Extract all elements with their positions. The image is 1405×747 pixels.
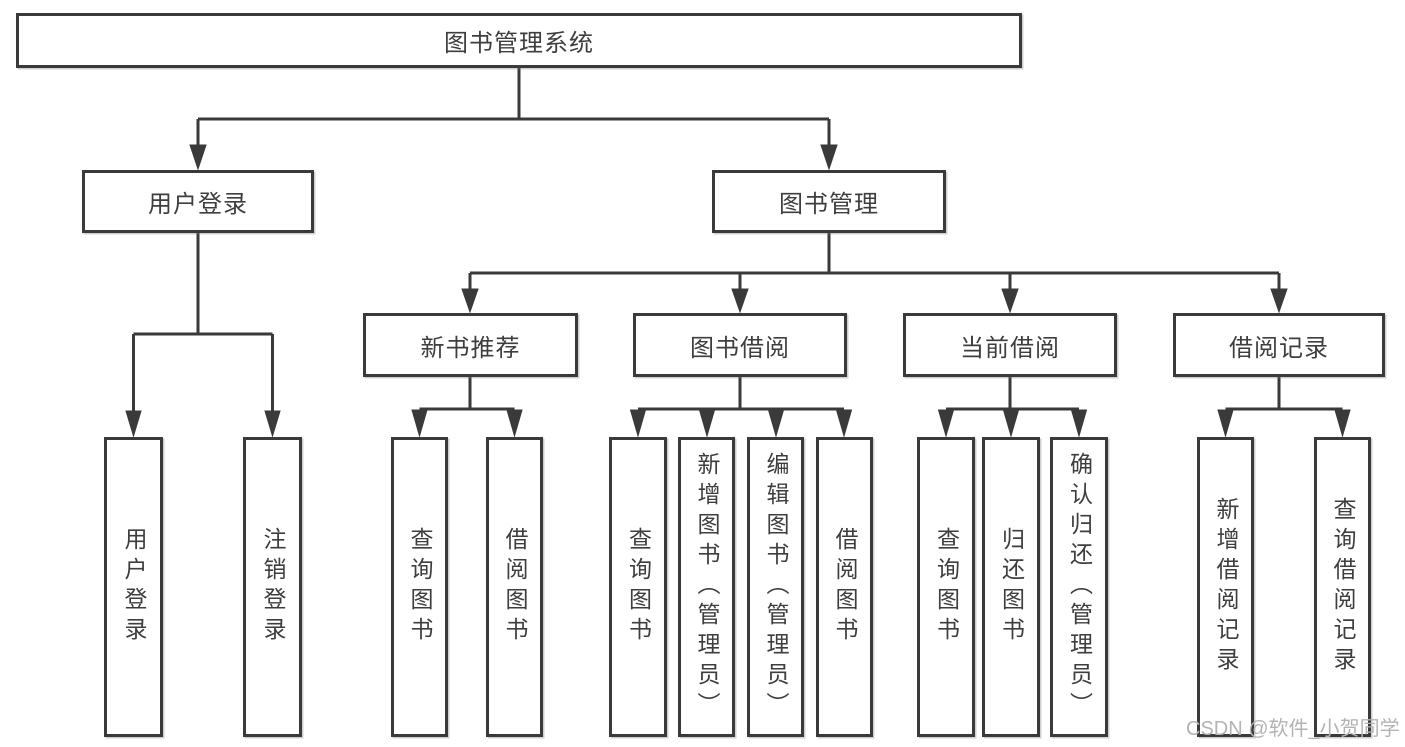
- leaf-edit-book-admin-label: 编辑图书（管理员）: [763, 452, 789, 722]
- leaf-logout-label: 注销登录: [260, 527, 286, 647]
- leaf-query-books-current-label: 查询图书: [933, 527, 960, 647]
- leaf-confirm-return-admin-label: 确认归还（管理员）: [1066, 452, 1093, 722]
- leaf-query-books-recommend: 查询图书: [391, 437, 448, 737]
- leaf-query-books-borrow-label: 查询图书: [625, 527, 652, 647]
- node-book-borrow: 图书借阅: [633, 313, 847, 377]
- leaf-add-borrow-record: 新增借阅记录: [1197, 437, 1254, 737]
- node-borrow-records: 借阅记录: [1173, 313, 1385, 377]
- leaf-user-login-label: 用户登录: [121, 527, 147, 647]
- leaf-edit-book-admin: 编辑图书（管理员）: [747, 437, 804, 737]
- leaf-add-book-admin-label: 新增图书（管理员）: [694, 452, 720, 722]
- leaf-borrow-books-borrow: 借阅图书: [816, 437, 873, 737]
- node-book-management: 图书管理: [712, 170, 946, 233]
- leaf-query-books-borrow: 查询图书: [609, 437, 667, 737]
- connector-paths: [132, 68, 1343, 412]
- csdn-watermark: CSDN @软件_小贺同学: [1186, 718, 1400, 740]
- leaf-query-borrow-record: 查询借阅记录: [1314, 437, 1371, 737]
- node-new-book-recommend: 新书推荐: [363, 313, 578, 377]
- node-user-login: 用户登录: [82, 170, 314, 233]
- node-current-borrow: 当前借阅: [903, 313, 1117, 377]
- leaf-add-borrow-record-label: 新增借阅记录: [1213, 497, 1239, 677]
- leaf-return-books-label: 归还图书: [998, 527, 1025, 647]
- leaf-borrow-books-borrow-label: 借阅图书: [832, 527, 858, 647]
- leaf-query-books-current: 查询图书: [917, 437, 975, 737]
- leaf-borrow-books-recommend: 借阅图书: [486, 437, 543, 737]
- leaf-borrow-books-recommend-label: 借阅图书: [502, 527, 528, 647]
- leaf-query-borrow-record-label: 查询借阅记录: [1330, 497, 1356, 677]
- leaf-confirm-return-admin: 确认归还（管理员）: [1050, 437, 1108, 737]
- leaf-logout: 注销登录: [243, 437, 302, 737]
- leaf-return-books: 归还图书: [982, 437, 1040, 737]
- leaf-user-login: 用户登录: [104, 437, 163, 737]
- leaf-add-book-admin: 新增图书（管理员）: [678, 437, 735, 737]
- connector-arrowheads: [125, 144, 1351, 438]
- leaf-query-books-recommend-label: 查询图书: [407, 527, 433, 647]
- node-root: 图书管理系统: [16, 13, 1022, 68]
